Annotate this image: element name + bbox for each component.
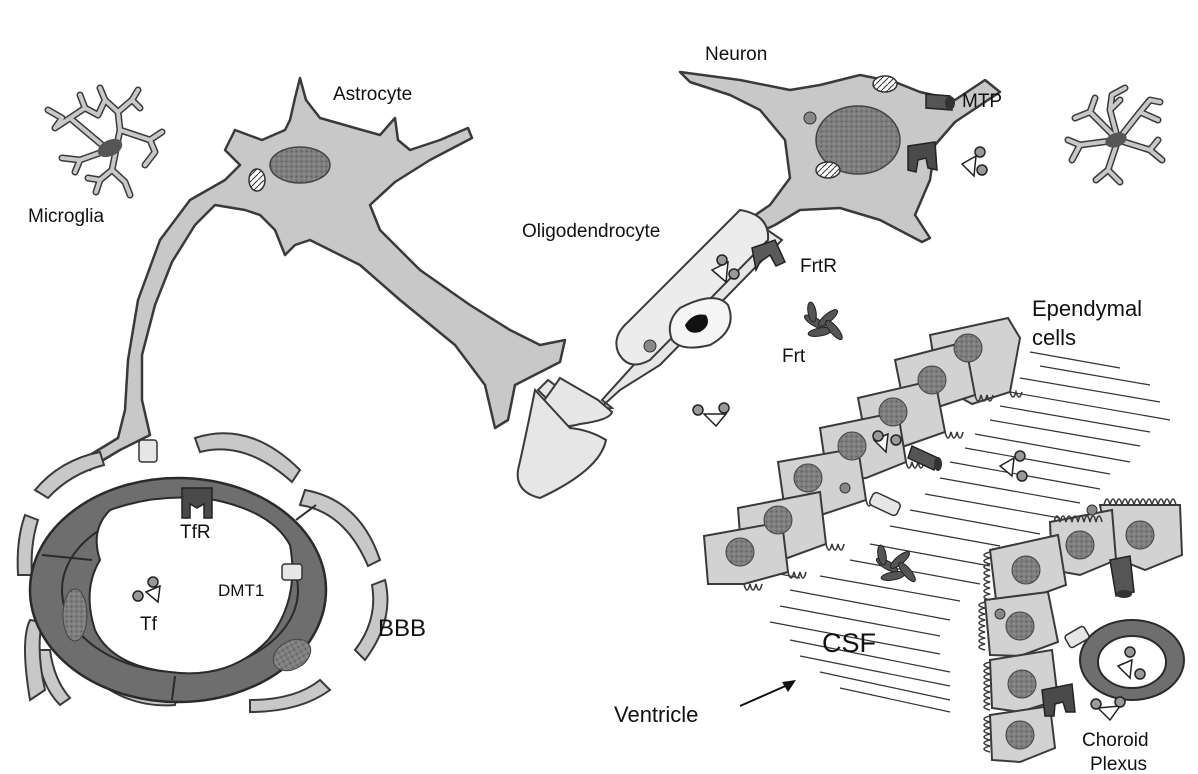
microglia-right (1068, 88, 1162, 182)
label-frtr: FrtR (800, 256, 837, 277)
label-ventricle: Ventricle (614, 702, 698, 727)
label-mtp: MTP (962, 91, 1002, 112)
label-tfr: TfR (180, 522, 211, 543)
label-dmt1: DMT1 (218, 581, 264, 600)
frt-free (803, 301, 845, 341)
dmt1-channel (282, 564, 302, 580)
label-astrocyte: Astrocyte (333, 84, 412, 105)
astrocyte (90, 78, 565, 470)
label-bbb: BBB (378, 615, 426, 642)
label-neuron: Neuron (705, 44, 767, 65)
label-csf: CSF (822, 628, 876, 658)
frt-csf (875, 544, 918, 583)
tf-neuron (962, 147, 987, 176)
label-tf: Tf (140, 614, 158, 635)
microglia-left (48, 88, 162, 195)
label-frt: Frt (782, 346, 806, 367)
tf-choroid (1091, 697, 1125, 720)
label-choroid-line1: Choroid (1082, 730, 1149, 751)
tf-free (693, 403, 729, 426)
label-ependymal-line2: cells (1032, 325, 1076, 350)
neuron (680, 72, 1000, 242)
label-microglia: Microglia (28, 206, 104, 227)
ventricle-arrow (740, 680, 796, 706)
label-oligodendrocyte: Oligodendrocyte (522, 221, 660, 242)
label-choroid-line2: Plexus (1090, 754, 1147, 774)
blood-vessel (30, 478, 326, 702)
label-ependymal-line1: Ependymal (1032, 296, 1142, 321)
